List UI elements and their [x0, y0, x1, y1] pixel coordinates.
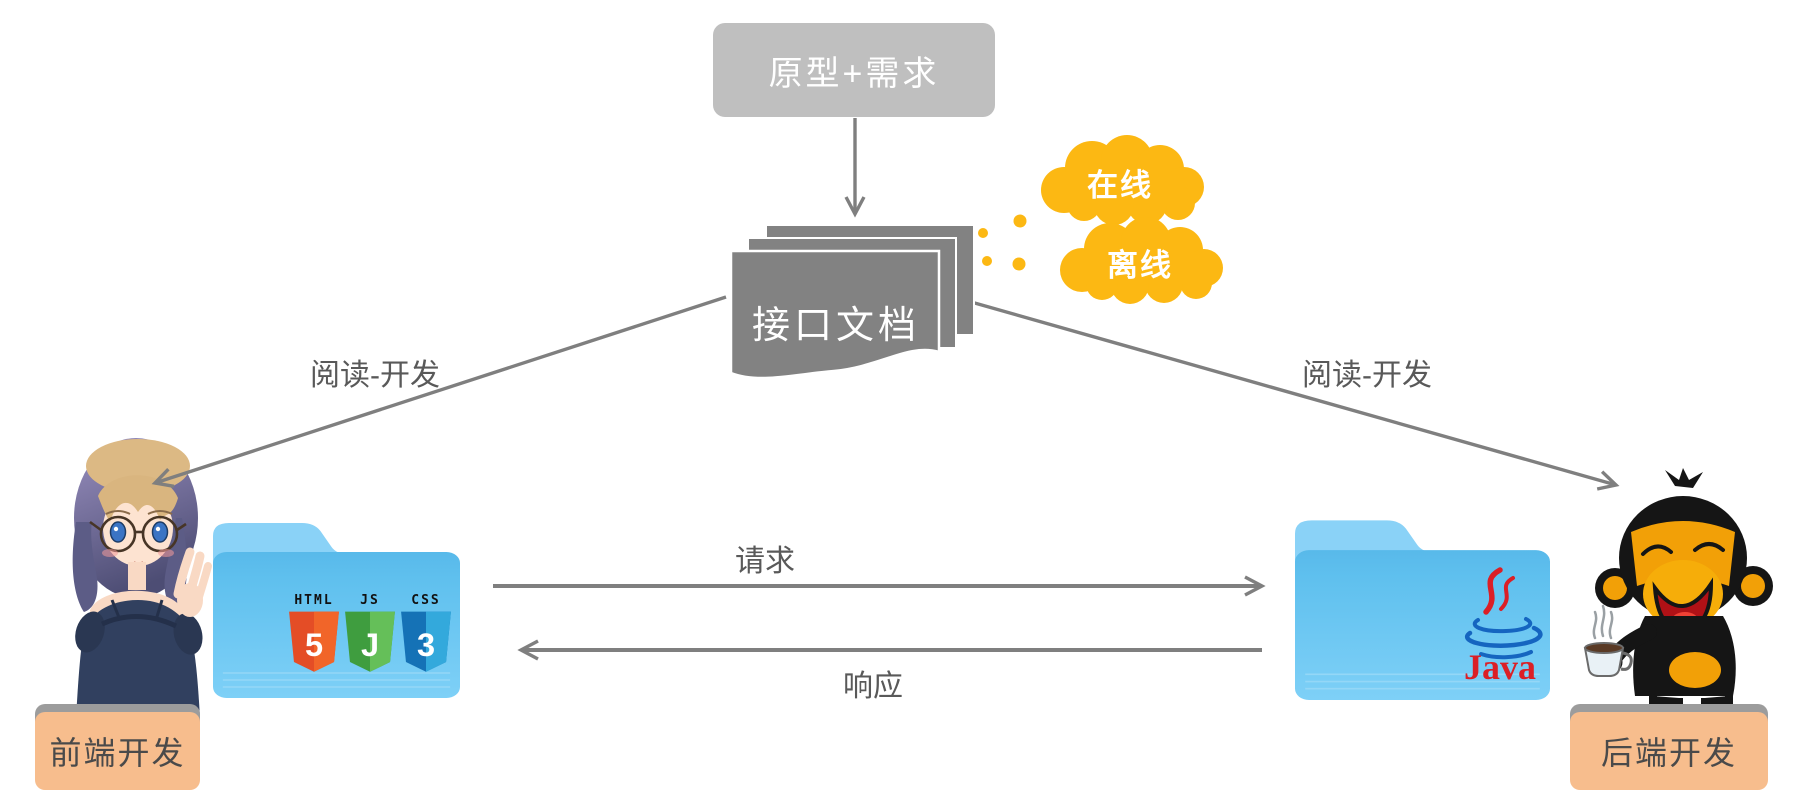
badge-css3-glyph: 3 — [417, 627, 435, 663]
prototype-requirements-label: 原型+需求 — [768, 54, 940, 93]
request-label: 请求 — [735, 545, 795, 578]
folder-paper-stripes — [222, 672, 451, 688]
raised-hand — [173, 547, 212, 617]
badge-js: JS J — [344, 593, 396, 673]
eyebrows — [105, 510, 173, 515]
backend-role-label: 后端开发 — [1570, 712, 1768, 790]
badge-js-name: JS — [360, 593, 380, 608]
closed-eyes — [1641, 542, 1725, 556]
cloud-offline-label: 离线 — [1107, 248, 1173, 283]
badge-html5: HTML 5 — [288, 593, 340, 673]
right-read-develop-label: 阅读-开发 — [1302, 359, 1432, 392]
cloud-shape — [1041, 135, 1204, 225]
backend-developer-monkey-illustration — [1583, 468, 1773, 720]
badge-html5-glyph: 5 — [305, 627, 323, 663]
steam — [1592, 604, 1614, 640]
cloud-online-label: 在线 — [1087, 168, 1153, 203]
cloud-online: 在线 — [1041, 135, 1204, 225]
badge-css3: CSS 3 — [400, 593, 452, 673]
cloud-offline: 离线 — [1060, 217, 1223, 304]
left-read-develop-label: 阅读-开发 — [310, 359, 440, 392]
interface-document-label: 接口文档 — [751, 305, 920, 347]
frontend-developer-character-illustration — [72, 438, 212, 718]
document-sheet-front — [729, 249, 941, 380]
java-logo-icon: Java — [1464, 567, 1543, 684]
backend-role-text: 后端开发 — [1600, 735, 1737, 771]
badge-js-glyph: J — [361, 627, 379, 663]
html5-shield-icon: 5 — [289, 611, 339, 672]
frontend-role-label: 前端开发 — [35, 712, 200, 790]
coffee-cup-icon — [1583, 604, 1633, 677]
badge-html5-name: HTML — [294, 593, 334, 608]
response-label: 响应 — [843, 670, 903, 703]
badge-css3-name: CSS — [411, 593, 441, 608]
java-logo-text: Java — [1464, 647, 1536, 684]
java-coffee-swirls — [1465, 617, 1543, 660]
js-shield-icon: J — [345, 611, 395, 672]
prototype-requirements-box: 原型+需求 — [713, 23, 995, 117]
frontend-role-text: 前端开发 — [49, 735, 186, 771]
folder-paper-stripes — [1305, 673, 1540, 690]
css3-shield-icon: 3 — [401, 611, 451, 672]
